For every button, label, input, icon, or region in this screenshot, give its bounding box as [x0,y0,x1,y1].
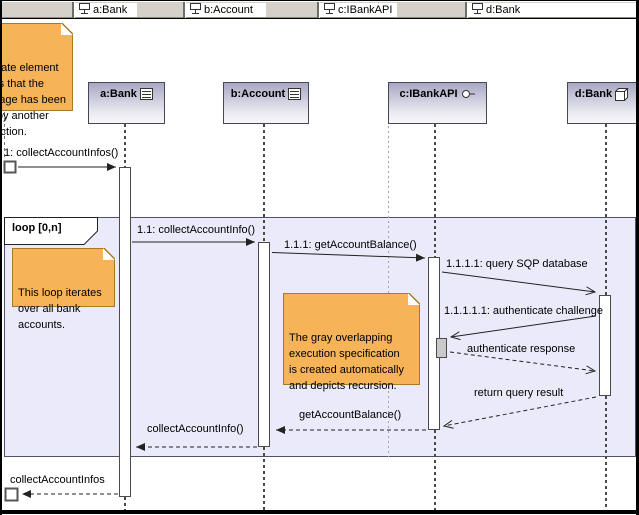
header-tab-a-bank[interactable]: a:Bank [75,3,137,17]
header-tab-label: d:Bank [486,4,521,16]
header-tab-d-bank[interactable]: d:Bank [468,3,639,17]
list-icon [139,88,153,103]
head-label: b:Account [230,88,286,100]
note-text: This loop iterates over all bank account… [18,287,102,331]
note-dogear [408,293,420,305]
activation-b-account[interactable] [258,242,270,447]
header-tab-label: b:Account [204,4,253,16]
note-gate-element[interactable]: The gate element shows that the message … [0,23,73,138]
message-label[interactable]: getAccountBalance() [299,409,402,421]
note-text: The gray overlapping execution specifica… [289,332,404,392]
message-label[interactable]: collectAccountInfo() [147,423,244,435]
lifeline-d-bank[interactable] [605,124,607,295]
note-dogear [61,23,73,35]
recursion-activation-bar[interactable] [436,338,447,358]
note-text: The gate element shows that the message … [0,62,66,138]
header-separator [183,2,185,18]
loop-operator-pentagon [4,217,98,245]
head-label: d:Bank [574,88,613,100]
message-label[interactable]: 1.1.1: getAccountBalance() [284,239,417,251]
list-icon [288,88,302,103]
header-tab-label: c:IBankAPI [338,4,393,16]
lifeline-b-account[interactable] [263,124,265,242]
message-line-authenticate-response[interactable] [449,351,597,375]
lifeline-c-ibankapi[interactable] [434,124,436,257]
message-label[interactable]: 1.1.1.1.1: authenticate challenge [444,305,604,317]
lifeline-monitor-icon [190,3,201,17]
lifeline-a-bank[interactable] [124,124,126,167]
canvas-border-left [0,0,2,515]
activation-a-bank[interactable] [119,167,131,497]
lifeline-monitor-icon [472,3,483,17]
part-cube-icon [614,87,629,104]
message-label[interactable]: authenticate response [467,343,576,355]
page-break-line [388,126,389,457]
head-label: a:Bank [100,88,137,100]
lifeline-a-bank[interactable] [124,497,126,510]
lifeline-d-bank[interactable] [605,396,607,510]
lifeline-c-ibankapi[interactable] [434,430,436,510]
header-tab-b-account[interactable]: b:Account [186,3,266,17]
note-loop-iterates[interactable]: This loop iterates over all bank account… [12,248,115,331]
canvas-border-right [636,0,639,515]
canvas-border-bottom [0,510,639,514]
activation-d-bank[interactable] [599,295,611,396]
lifeline-b-account[interactable] [263,447,265,510]
message-label[interactable]: 1.1: collectAccountInfo() [137,224,256,236]
note-gray-overlapping[interactable]: The gray overlapping execution specifica… [283,293,420,392]
message-label[interactable]: 1: collectAccountInfos() [4,147,119,159]
message-line-authenticate-challenge[interactable] [449,315,597,341]
lifeline-header-bar: a:Bank b:Account c:IBankAPI d:Bank [0,0,639,19]
message-line-getAccountBalance-call[interactable] [271,252,426,262]
header-separator [465,2,467,18]
header-separator [72,2,74,18]
message-label[interactable]: collectAccountInfos [10,474,105,486]
lifeline-head-a-bank[interactable]: a:Bank [88,82,165,124]
lifeline-monitor-icon [324,3,335,17]
message-line-query-sqp-database[interactable] [441,271,597,296]
head-label: c:IBankAPI [399,88,458,100]
lifeline-head-d-bank[interactable]: d:Bank [567,82,637,124]
message-line-return-query-result[interactable] [442,396,597,429]
loop-fragment-operator: loop [0,n] [12,222,62,234]
message-gate-out[interactable] [4,487,19,502]
header-separator [317,2,319,18]
message-gate-in[interactable] [3,160,17,174]
lifeline-head-b-account[interactable]: b:Account [223,82,309,124]
message-label[interactable]: return query result [474,387,564,399]
interface-lollipop-icon [461,88,476,103]
lifeline-head-c-ibankapi[interactable]: c:IBankAPI [388,82,487,124]
header-tab-label: a:Bank [93,4,128,16]
message-label[interactable]: 1.1.1.1: query SQP database [446,258,588,270]
header-tab-c-ibankapi[interactable]: c:IBankAPI [320,3,397,17]
lifeline-monitor-icon [79,3,90,17]
note-dogear [103,248,115,260]
